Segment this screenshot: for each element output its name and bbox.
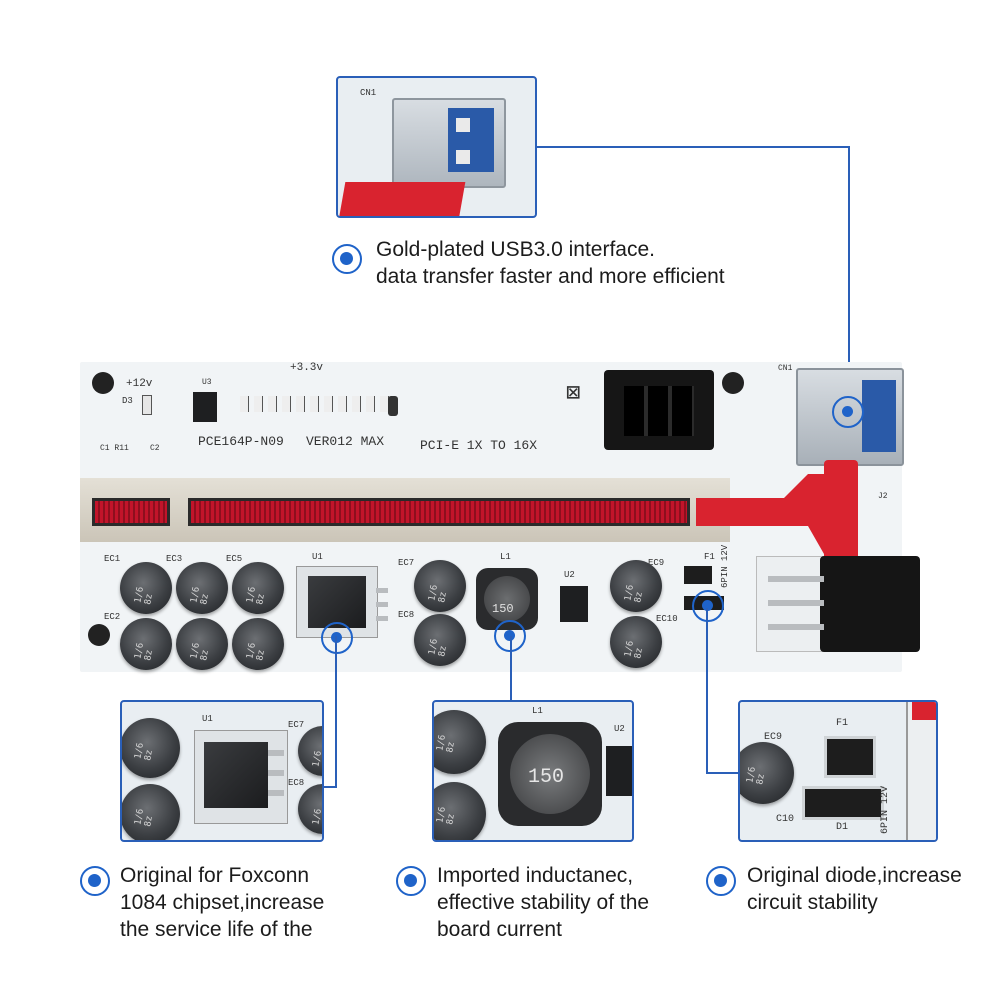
diode-bullet-icon [706,866,736,896]
chipset-marker-icon [321,622,353,654]
capacitor [122,718,180,778]
usb-leader-h [537,146,849,148]
pcie-slot-short [92,498,170,526]
capacitor [434,710,486,774]
pcie-slot-long [188,498,690,526]
version-label: VER012 MAX [306,434,385,449]
u2-label: U2 [564,570,575,580]
inductor-bullet-icon [396,866,426,896]
inductor-callout: Imported inductanec, effective stability… [437,864,650,941]
f1-label: F1 [704,552,715,562]
diode-leader-h [706,772,738,774]
usb-callout-line1: Gold-plated USB3.0 interface. [376,238,655,261]
chip-u1 [308,576,366,628]
diode-callout: Original diode,increase circuit stabilit… [747,864,962,914]
inset-d1-label: D1 [836,822,849,833]
inset-l1-label: L1 [532,706,543,716]
v33-label: +3.3v [290,362,324,374]
diode-leader-v [706,608,708,774]
model-label: PCE164P-N09 [198,434,284,449]
mount-hole [88,624,110,646]
inset-f1-label: F1 [836,718,849,729]
ec10-label: EC10 [656,614,678,624]
chip-u3 [193,392,217,422]
capacitor [298,784,322,834]
jumper-pad [388,396,398,416]
pin-label: 6PIN 12V [720,544,730,588]
capacitor [414,560,466,612]
inset-inductor-code: 150 [528,766,565,789]
ec9-label: EC9 [648,558,665,568]
capacitor [120,618,172,670]
ec1-label: EC1 [104,554,121,564]
inset-ec8-label: EC8 [288,778,305,788]
inductor-closeup-inset: L1 U2 150 [432,700,634,842]
c2-label: C2 [150,444,160,453]
ec8-label: EC8 [398,610,415,620]
capacitor [232,562,284,614]
mount-hole [722,372,744,394]
no-bin-icon: ⊠ [566,381,581,408]
cn1-label: CN1 [360,88,377,98]
cn1-board-label: CN1 [778,364,793,373]
inset-ec7-label: EC7 [288,720,305,730]
chip-u2 [560,586,588,622]
inset-pin-label: 6PIN 12V [880,785,891,834]
ec7-label: EC7 [398,558,415,568]
capacitor [610,560,662,612]
ec5-label: EC5 [226,554,243,564]
u3-label: U3 [202,378,212,387]
usb-marker-icon [832,396,864,428]
ec3-label: EC3 [166,554,183,564]
d3-label: D3 [122,396,133,406]
u1-label: U1 [312,552,323,562]
red-latch [338,182,466,216]
riser-board: +12v D3 U3 +3.3v PCE164P-N09 VER012 MAX … [80,362,920,672]
capacitor [298,726,322,776]
capacitor [610,616,662,668]
chipset-leader [335,636,337,788]
chipset-bullet-icon [80,866,110,896]
inductor-leader [510,636,512,700]
led-d3 [142,395,152,415]
capacitor [232,618,284,670]
capacitor [176,618,228,670]
usb-callout-line2: data transfer faster and more efficient [376,265,725,288]
v12-label: +12v [126,378,153,390]
ec2-label: EC2 [104,612,121,622]
j2-label: J2 [878,492,888,501]
inset-fuse [824,736,876,778]
inset-u2-label: U2 [614,724,625,734]
usb-bullet-icon [332,244,362,274]
inset-chip-u1 [204,742,268,808]
capacitor [740,742,794,804]
capacitor [414,614,466,666]
c1r11-label: C1 R11 [100,444,129,453]
inset-ec9-label: EC9 [764,732,783,743]
bus-label: PCI-E 1X TO 16X [420,438,538,453]
capacitor [120,562,172,614]
chipset-closeup-inset: U1 EC7 EC8 [120,700,324,842]
capacitor [176,562,228,614]
inductor-code: 150 [492,602,514,616]
inset-c10-label: C10 [776,814,795,825]
usb-port-tongue [448,108,494,172]
mount-hole [92,372,114,394]
inset-chip-u2 [606,746,632,796]
led-row [240,396,390,412]
diode-closeup-inset: EC9 F1 D1 C10 6PIN 12V [738,700,938,842]
usb-closeup-inset: CN1 [336,76,537,218]
usb-leader-v [848,146,850,392]
inset-u1-label: U1 [202,714,213,724]
inset-diode [802,786,884,820]
capacitor [122,784,180,840]
capacitor [434,782,486,840]
fuse-f1 [684,566,712,584]
red-latch-arm [824,460,858,570]
l1-label: L1 [500,552,511,562]
diode-marker-icon [692,590,724,622]
inset-connector [906,702,936,840]
chipset-callout: Original for Foxconn 1084 chipset,increa… [120,864,325,941]
